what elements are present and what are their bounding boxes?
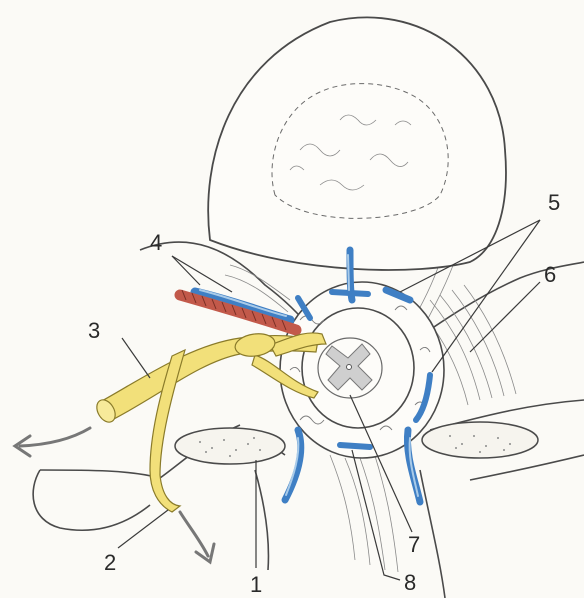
label-3: 3: [88, 318, 100, 343]
label-1: 1: [250, 572, 262, 597]
label-2: 2: [104, 550, 116, 575]
label-6: 6: [544, 262, 556, 287]
label-4: 4: [150, 230, 162, 255]
arrow-down: [180, 512, 208, 556]
vertebral-body: [208, 17, 506, 270]
central-canal: [347, 365, 352, 370]
foramen-left: [175, 428, 285, 464]
anterior-internal-vein-left: [332, 292, 368, 294]
label-7: 7: [408, 532, 420, 557]
label-5: 5: [548, 190, 560, 215]
label-8: 8: [404, 570, 416, 595]
posterior-vein-center: [340, 445, 370, 447]
